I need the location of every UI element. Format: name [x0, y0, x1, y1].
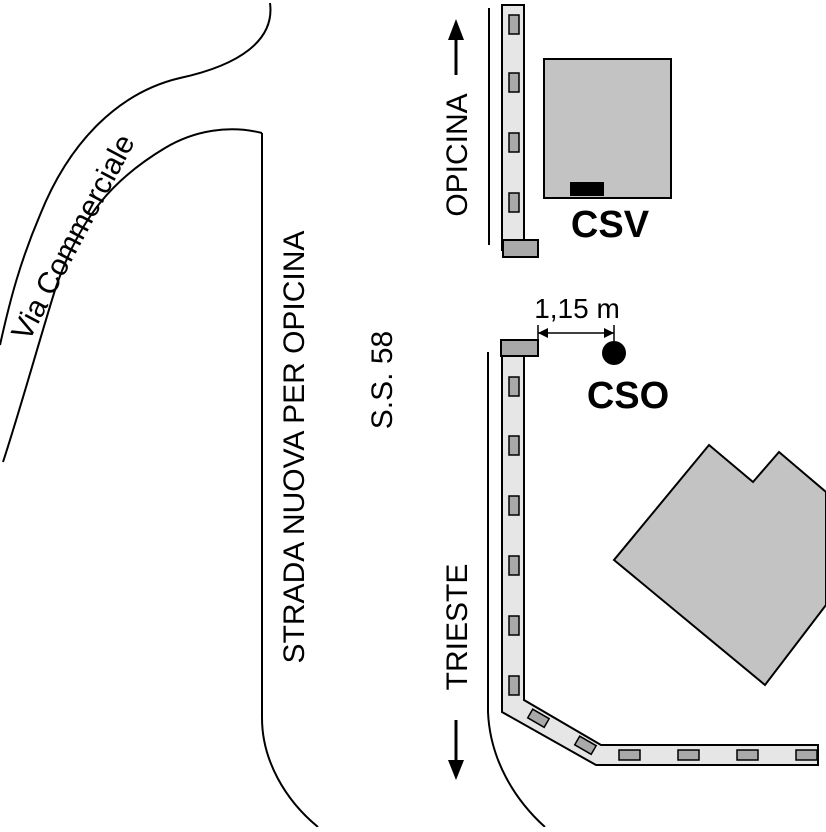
cso-label: CSO [587, 375, 669, 417]
direction-trieste-label: TRIESTE [441, 564, 474, 691]
lower-right-building [612, 443, 826, 687]
csv-label: CSV [571, 204, 650, 246]
direction-opicina-label: OPICINA [441, 93, 474, 216]
arrow-up-icon [448, 19, 464, 75]
via-commerciale-label: Via Commerciale [6, 129, 142, 346]
cso-station-marker [602, 341, 626, 365]
arrow-down-icon [448, 720, 464, 780]
strada-nuova-edge [261, 133, 319, 828]
distance-label: 1,15 m [534, 293, 620, 324]
lower-wall [500, 339, 819, 766]
upper-wall [501, 4, 539, 258]
csv-station-marker [570, 182, 604, 196]
ss58-edge-lower [487, 352, 546, 828]
via-commerciale-edge-upper [0, 2, 272, 346]
strada-nuova-label: STRADA NUOVA PER OPICINA [278, 231, 311, 664]
distance-measure [537, 325, 615, 341]
via-commerciale-edge-lower [2, 128, 263, 463]
csv-building [543, 58, 672, 199]
ss58-label: S.S. 58 [366, 331, 399, 429]
